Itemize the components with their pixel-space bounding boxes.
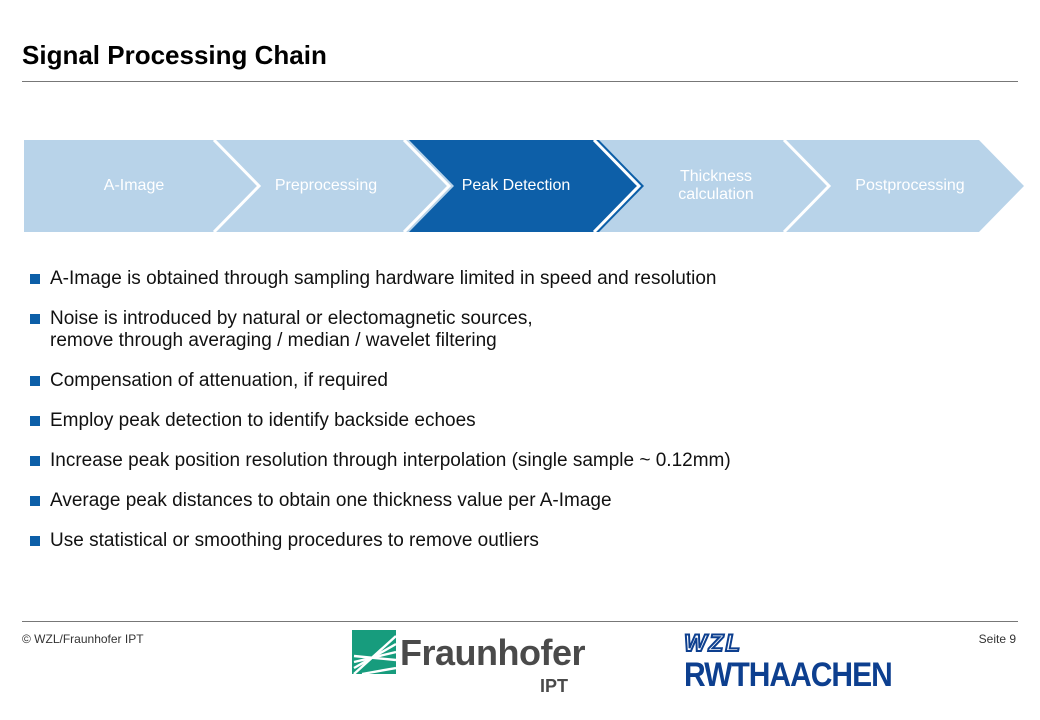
bullet-square-icon (30, 536, 40, 546)
bullet-square-icon (30, 314, 40, 324)
chevron-label-thickness-calculation: Thickness calculation (636, 140, 796, 232)
chevron-shapes (24, 140, 1024, 232)
page-number: Seite 9 (978, 632, 1016, 646)
chevron-label-peak-detection: Peak Detection (461, 177, 571, 194)
chevron-label-postprocessing: Postprocessing (855, 177, 965, 194)
bullet-list: A-Image is obtained through sampling har… (30, 268, 1020, 570)
bullet-item: Employ peak detection to identify backsi… (30, 410, 1020, 432)
chevron-label-a-image: A-Image (103, 177, 165, 194)
process-chevron-bar: A-Image Preprocessing Peak Detection Thi… (24, 140, 1024, 232)
fraunhofer-logo: Fraunhofer IPT (352, 628, 592, 698)
chevron-step-postprocessing (784, 140, 1024, 232)
chevron-step-peak-detection (404, 140, 644, 232)
bullet-square-icon (30, 274, 40, 284)
bullet-square-icon (30, 376, 40, 386)
chevron-label-thickness-line2: calculation (678, 186, 754, 203)
title-divider (22, 81, 1018, 82)
bullet-square-icon (30, 496, 40, 506)
slide-title: Signal Processing Chain (22, 40, 327, 70)
wzl-wordmark: WZL (683, 629, 742, 658)
fraunhofer-wordmark: Fraunhofer (400, 632, 586, 673)
footer-copyright: © WZL/Fraunhofer IPT (22, 632, 144, 646)
bullet-item: Average peak distances to obtain one thi… (30, 490, 1020, 512)
bullet-item: Noise is introduced by natural or electo… (30, 308, 1020, 352)
bullet-item: Increase peak position resolution throug… (30, 450, 1020, 472)
footer-divider (22, 621, 1018, 622)
chevron-label-thickness-line1: Thickness (679, 168, 753, 185)
chevron-step-preprocessing (214, 140, 454, 232)
bullet-item: A-Image is obtained through sampling har… (30, 268, 1020, 290)
bullet-square-icon (30, 456, 40, 466)
chevron-step-a-image (24, 140, 264, 232)
bullet-item: Use statistical or smoothing procedures … (30, 530, 1020, 552)
fraunhofer-ipt-label: IPT (540, 676, 569, 696)
bullet-item: Compensation of attenuation, if required (30, 370, 1020, 392)
wzl-rwth-logo: WZL RWTHAACHEN (683, 629, 894, 694)
chevron-label-preprocessing: Preprocessing (274, 177, 378, 194)
fraunhofer-mark-icon (352, 630, 396, 674)
rwth-aachen-wordmark: RWTHAACHEN (684, 656, 893, 694)
bullet-square-icon (30, 416, 40, 426)
chevron-step-thickness (594, 140, 834, 232)
